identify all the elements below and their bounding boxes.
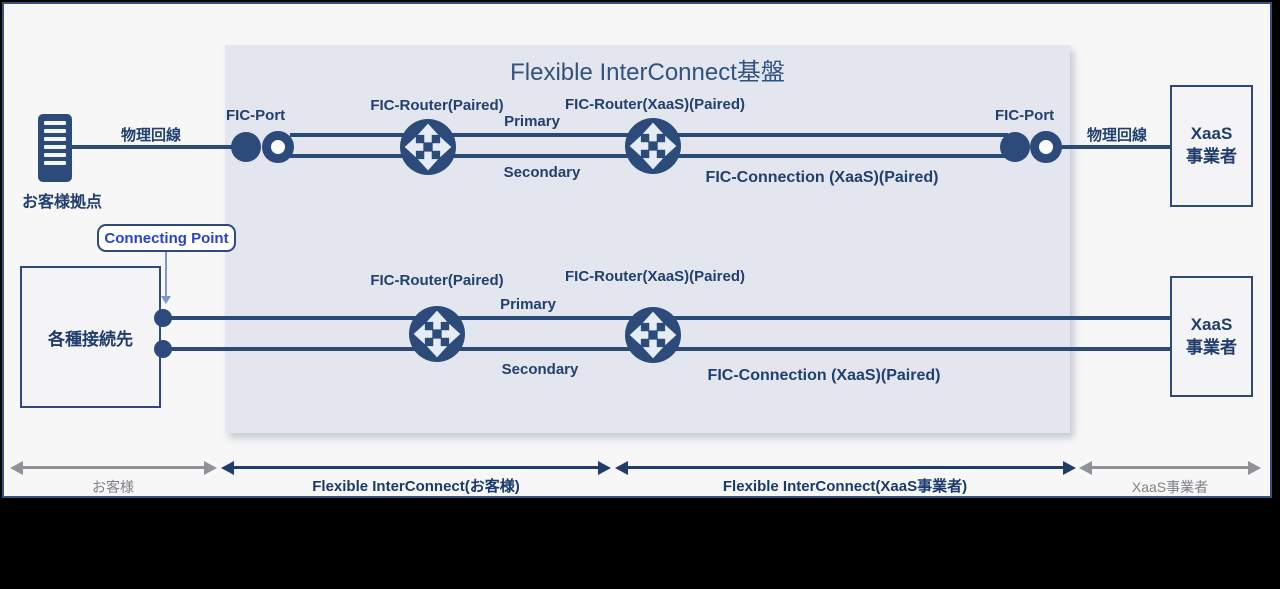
physical-line-left-label: 物理回線	[120, 127, 181, 144]
arrow-shaft	[19, 466, 208, 469]
server-slot	[44, 121, 66, 125]
arrowhead-right-icon	[598, 461, 611, 475]
physical-line-right-label: 物理回線	[1086, 127, 1147, 144]
footer-fic-xaas-label: Flexible InterConnect(XaaS事業者)	[722, 478, 968, 495]
arrowhead-right-icon	[1248, 461, 1261, 475]
fic-xaas-range-arrow	[615, 461, 1076, 475]
row1-fic-router-xaas-label: FIC-Router(XaaS)(Paired)	[564, 96, 746, 113]
physical-line-right	[1060, 145, 1170, 149]
connecting-point-dot-icon	[154, 340, 172, 358]
footer-fic-customer-label: Flexible InterConnect(お客様)	[312, 478, 520, 495]
xaas-provider-bottom-box: XaaS 事業者	[1170, 276, 1253, 397]
fic-port-left-ring-icon	[262, 131, 294, 163]
arrowhead-left-icon	[10, 461, 23, 475]
connecting-point-callout: Connecting Point	[97, 224, 236, 252]
server-slot	[44, 129, 66, 133]
footer-xaas-provider-label: XaaS事業者	[1131, 479, 1209, 495]
row2-primary-label: Primary	[500, 296, 556, 313]
connecting-point-dot-icon	[154, 309, 172, 327]
customer-range-arrow	[10, 461, 217, 475]
arrowhead-left-icon	[221, 461, 234, 475]
router-icon	[625, 118, 681, 174]
row2-secondary-label: Secondary	[501, 361, 579, 378]
arrowhead-right-icon	[204, 461, 217, 475]
connecting-point-connector	[165, 252, 167, 296]
arrow-shaft	[1088, 466, 1252, 469]
footer-customer-label: お客様	[92, 479, 134, 495]
xaas-provider-range-arrow	[1079, 461, 1261, 475]
fic-port-right-label: FIC-Port	[995, 107, 1055, 124]
row2-fic-router-xaas-label: FIC-Router(XaaS)(Paired)	[564, 268, 746, 285]
row2-fic-router-label: FIC-Router(Paired)	[370, 272, 504, 289]
arrowhead-right-icon	[1063, 461, 1076, 475]
fic-platform-panel	[225, 45, 1070, 433]
server-slot	[44, 145, 66, 149]
fic-port-right-ring-icon	[1030, 131, 1062, 163]
arrowhead-left-icon	[1079, 461, 1092, 475]
arrow-shaft	[230, 466, 602, 469]
row1-fic-router-label: FIC-Router(Paired)	[370, 97, 504, 114]
fic-port-left-filled-icon	[231, 132, 261, 162]
server-slot	[44, 153, 66, 157]
fic-port-left-label: FIC-Port	[226, 107, 286, 124]
router-icon	[625, 307, 681, 363]
panel-title: Flexible InterConnect基盤	[510, 59, 785, 86]
row1-fic-connection-label: FIC-Connection (XaaS)(Paired)	[705, 169, 939, 186]
arrowhead-left-icon	[615, 461, 628, 475]
arrow-down-icon	[161, 296, 171, 304]
row1-secondary-label: Secondary	[503, 164, 581, 181]
router-icon	[409, 306, 465, 362]
row2-fic-connection-label: FIC-Connection (XaaS)(Paired)	[707, 367, 941, 384]
customer-site-label: お客様拠点	[22, 194, 103, 211]
server-slot	[44, 137, 66, 141]
customer-site-server-icon	[38, 114, 72, 182]
arrow-shaft	[624, 466, 1067, 469]
row1-primary-label: Primary	[504, 113, 560, 130]
connection-targets-box: 各種接続先	[20, 266, 161, 408]
physical-line-left	[71, 145, 233, 149]
fic-port-right-filled-icon	[1000, 132, 1030, 162]
server-slot	[44, 161, 66, 165]
xaas-provider-top-box: XaaS 事業者	[1170, 85, 1253, 207]
fic-customer-range-arrow	[221, 461, 611, 475]
router-icon	[400, 119, 456, 175]
